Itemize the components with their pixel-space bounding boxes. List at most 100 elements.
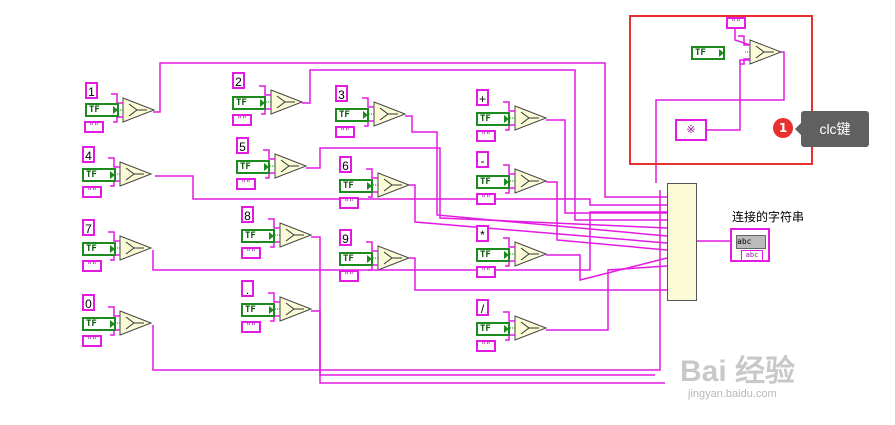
tf-button-8[interactable]: TF: [241, 229, 275, 243]
select-glyph: [520, 174, 539, 188]
wire: [503, 237, 515, 248]
const-key-multiply[interactable]: *: [476, 225, 489, 242]
wire: [261, 108, 271, 115]
wire: [302, 69, 667, 221]
const-key-2[interactable]: 2: [232, 72, 245, 89]
const-key-dot[interactable]: .: [241, 280, 254, 297]
tf-button-3[interactable]: TF: [335, 108, 369, 122]
wire: [311, 310, 655, 376]
wire: [152, 211, 667, 271]
clc-symbol: ※: [686, 123, 696, 136]
tf-button-clc[interactable]: TF: [691, 46, 725, 60]
watermark-url: jingyan.baidu.com: [688, 388, 777, 400]
select-glyph: [379, 107, 398, 121]
tf-button-0[interactable]: TF: [82, 317, 116, 331]
const-key-5[interactable]: 5: [236, 137, 249, 154]
select-glyph: [128, 103, 147, 117]
select-node-multiply: [515, 242, 546, 266]
empty-string-4: "": [82, 186, 102, 198]
select-node-3: [374, 102, 405, 126]
tf-button-1[interactable]: TF: [85, 103, 119, 117]
empty-string-5: "": [236, 178, 256, 190]
wire: [108, 157, 120, 168]
const-key-3[interactable]: 3: [335, 85, 348, 102]
const-key-0[interactable]: 0: [82, 294, 95, 311]
const-key-minus[interactable]: -: [476, 151, 489, 168]
select-node-minus: [515, 169, 546, 193]
select-glyph: [280, 159, 299, 173]
const-key-6[interactable]: 6: [339, 156, 352, 173]
select-node-5: [275, 154, 306, 178]
wire: [110, 254, 120, 261]
tf-button-9[interactable]: TF: [339, 252, 373, 266]
tf-button-plus[interactable]: TF: [476, 112, 510, 126]
select-node-9: [378, 246, 409, 270]
select-node-plus: [515, 106, 546, 130]
output-string-indicator[interactable]: abc abc: [730, 228, 770, 262]
const-key-plus[interactable]: +: [476, 89, 489, 106]
annotation-badge: 1: [773, 118, 793, 138]
empty-string-minus: "": [476, 193, 496, 205]
empty-string-6: "": [339, 197, 359, 209]
select-glyph: [520, 247, 539, 261]
clc-string-constant[interactable]: ※: [675, 119, 707, 141]
empty-string-1: "": [84, 121, 104, 133]
wire: [362, 97, 374, 108]
wire: [505, 124, 515, 131]
const-key-7[interactable]: 7: [82, 219, 95, 236]
empty-string-3: "": [335, 126, 355, 138]
wire: [546, 181, 668, 251]
wire: [111, 93, 123, 104]
wire: [108, 231, 120, 242]
select-glyph: [285, 228, 304, 242]
select-glyph: [520, 321, 539, 335]
const-key-1[interactable]: 1: [85, 82, 98, 99]
select-glyph: [125, 167, 144, 181]
select-glyph: [383, 251, 402, 265]
wire: [265, 172, 275, 179]
wire: [311, 236, 665, 384]
empty-string-9: "": [339, 270, 359, 282]
wire: [259, 85, 271, 96]
wire: [707, 59, 750, 131]
select-glyph: [520, 111, 539, 125]
empty-string-dot: "": [241, 321, 261, 333]
wire: [740, 58, 750, 65]
wire: [270, 241, 280, 248]
select-glyph: [276, 95, 295, 109]
tf-button-multiply[interactable]: TF: [476, 248, 510, 262]
const-key-8[interactable]: 8: [241, 206, 254, 223]
const-key-4[interactable]: 4: [82, 146, 95, 163]
select-node-7: [120, 236, 151, 260]
wire: [366, 241, 378, 252]
select-node-clc: [750, 40, 781, 64]
wire: [505, 334, 515, 341]
tf-button-divide[interactable]: TF: [476, 322, 510, 336]
wire: [263, 149, 275, 160]
tf-button-4[interactable]: TF: [82, 168, 116, 182]
select-node-6: [378, 173, 409, 197]
wire: [152, 190, 661, 371]
concatenate-strings-node: [667, 183, 697, 301]
select-node-divide: [515, 316, 546, 340]
select-node-1: [123, 98, 154, 122]
empty-string-divide: "": [476, 340, 496, 352]
wire: [405, 115, 668, 237]
empty-string-multiply: "": [476, 266, 496, 278]
wire: [306, 147, 668, 229]
const-key-divide[interactable]: /: [476, 299, 489, 316]
clc-empty-string: "": [726, 17, 746, 29]
wire: [153, 62, 667, 198]
wire: [368, 191, 378, 198]
select-node-8: [280, 223, 311, 247]
output-label: 连接的字符串: [732, 210, 805, 224]
const-key-9[interactable]: 9: [339, 229, 352, 246]
empty-string-plus: "": [476, 130, 496, 142]
tf-button-2[interactable]: TF: [232, 96, 266, 110]
tf-button-7[interactable]: TF: [82, 242, 116, 256]
tf-button-5[interactable]: TF: [236, 160, 270, 174]
tf-button-minus[interactable]: TF: [476, 175, 510, 189]
tf-button-dot[interactable]: TF: [241, 303, 275, 317]
indicator-value: abc: [736, 235, 766, 249]
tf-button-6[interactable]: TF: [339, 179, 373, 193]
